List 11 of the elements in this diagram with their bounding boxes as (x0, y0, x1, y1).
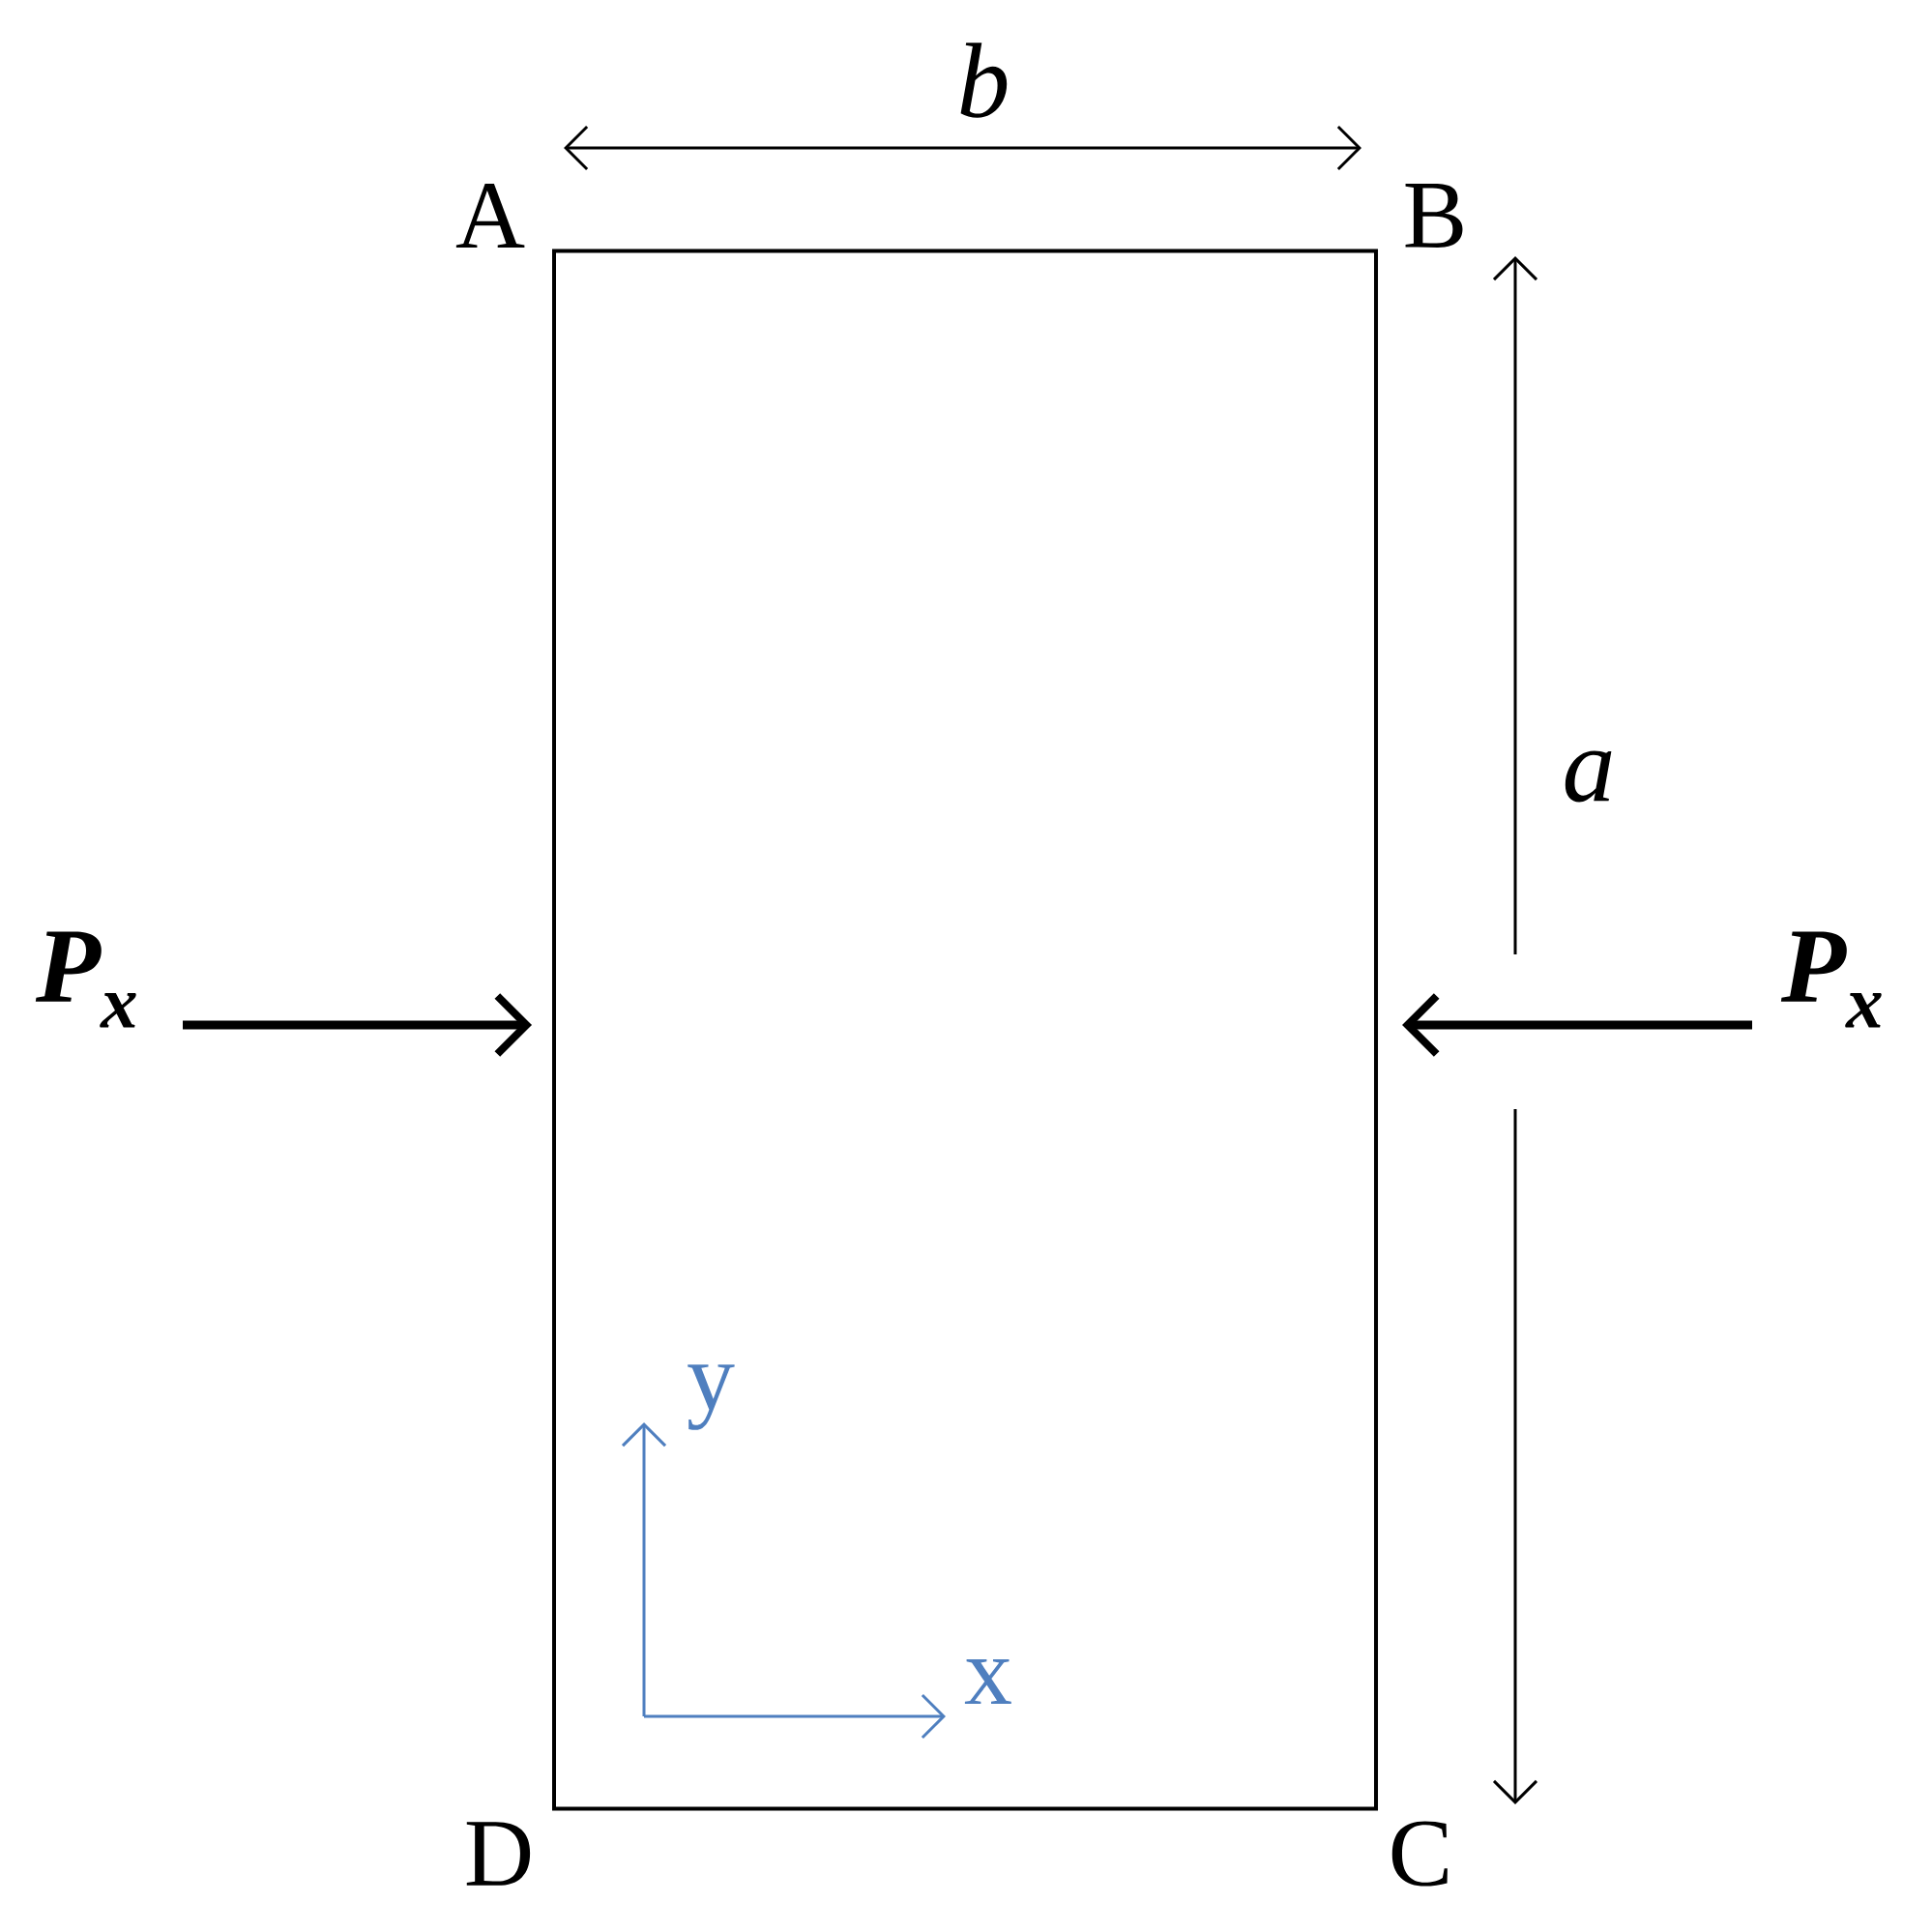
corner-label: C (1391, 1821, 1448, 1887)
axis-label: x (964, 1659, 1011, 1704)
force-label: P$_{x}$ (1780, 931, 1882, 1028)
corner-label: A (455, 184, 525, 248)
plate-rectangle (552, 249, 1378, 1811)
dimension-label: a (1565, 750, 1612, 803)
axis-label: y (688, 1364, 735, 1430)
corner-label: D (466, 1822, 531, 1886)
corner-label: B (1405, 184, 1463, 248)
dimension-label: b (960, 43, 1008, 118)
force-label: P$_{x}$ (35, 931, 136, 1028)
